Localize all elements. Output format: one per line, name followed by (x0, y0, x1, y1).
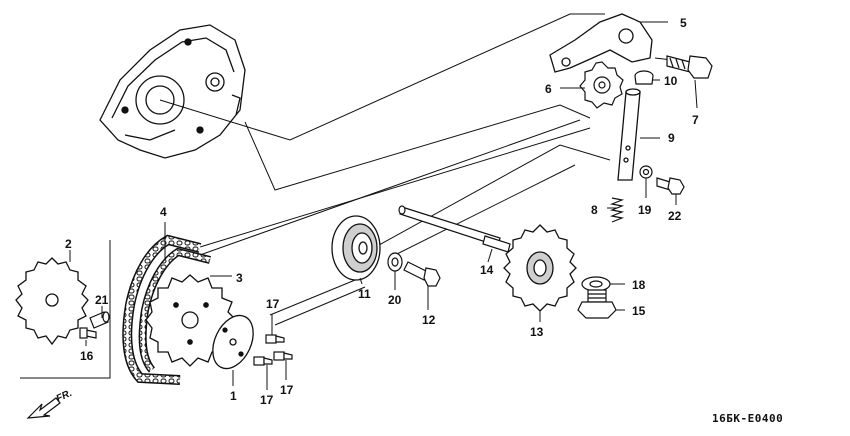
callout-16: 16 (80, 349, 94, 363)
callout-17c: 17 (280, 383, 294, 397)
callout-9: 9 (668, 131, 675, 145)
bolt-22-illustration (656, 177, 685, 195)
callout-14: 14 (480, 263, 494, 277)
idler-sprocket-illustration (503, 224, 577, 312)
callout-12: 12 (422, 313, 436, 327)
crank-sprocket-illustration (15, 257, 89, 346)
callout-13: 13 (530, 325, 544, 339)
sprocket-plate-illustration (212, 314, 254, 370)
callout-3: 3 (236, 271, 243, 285)
bolt-17-illustration (253, 334, 293, 366)
arrow-icon (26, 397, 61, 419)
crankcase-illustration (99, 24, 246, 159)
sprocket-shaft-illustration (398, 205, 511, 253)
callout-15: 15 (632, 304, 646, 318)
bolt-12-illustration (403, 261, 441, 287)
callout-5: 5 (680, 16, 687, 30)
callout-17b: 17 (260, 393, 274, 407)
callout-22: 22 (668, 209, 682, 223)
timing-chain-illustration (122, 234, 211, 385)
callout-21: 21 (95, 293, 109, 307)
spring-illustration (609, 197, 625, 223)
callout-8: 8 (591, 203, 598, 217)
callout-6: 6 (545, 82, 552, 96)
front-marker-label: FR. (55, 388, 74, 405)
callout-20: 20 (388, 293, 402, 307)
callout-17a: 17 (266, 297, 280, 311)
guide-roller-illustration (331, 215, 381, 281)
callout-11: 11 (358, 287, 371, 301)
nut-illustration (634, 70, 654, 85)
callout-10: 10 (664, 74, 678, 88)
callout-7: 7 (692, 113, 699, 127)
callout-18: 18 (632, 278, 646, 292)
dowel-pin-illustration (89, 311, 110, 329)
washer-20-illustration (387, 252, 403, 272)
diagram-code: 16БK-E0400 (712, 412, 783, 425)
callout-19: 19 (638, 203, 652, 217)
callout-1: 1 (230, 389, 237, 403)
washer-illustration (639, 165, 653, 179)
bolt-illustration (666, 55, 713, 79)
plug-bolt-illustration (577, 289, 617, 319)
assembly-guide-lines (20, 13, 673, 379)
callout-4: 4 (160, 205, 167, 219)
tensioner-roller-illustration (579, 61, 624, 109)
tensioner-arm-illustration (549, 13, 653, 73)
tensioner-shaft-illustration (617, 88, 641, 181)
bolt-16-illustration (79, 327, 97, 339)
callout-leader-lines (69, 21, 698, 390)
front-direction-marker: FR. (26, 388, 74, 419)
sealing-washer-illustration (581, 276, 611, 292)
callout-2: 2 (65, 237, 72, 251)
callout-labels: 1 2 3 4 5 6 7 8 9 10 11 12 13 14 15 16 1… (65, 16, 699, 407)
